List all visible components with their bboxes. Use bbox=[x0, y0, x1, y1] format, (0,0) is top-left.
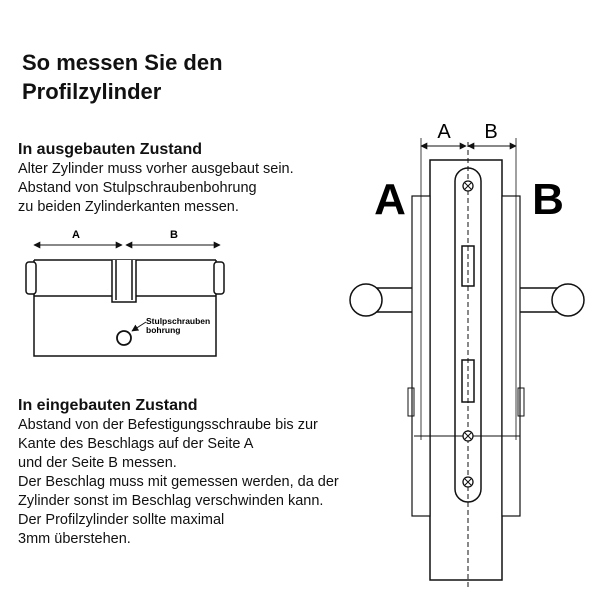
callout-label-1: Stulpschrauben bbox=[146, 316, 210, 326]
door-label-dim-b: B bbox=[484, 121, 497, 143]
section-removed-heading: In ausgebauten Zustand bbox=[18, 141, 203, 158]
section-installed-line-1: Abstand von der Befestigungsschraube bis… bbox=[18, 417, 318, 433]
section-installed-line-2: Kante des Beschlags auf der Seite A bbox=[18, 436, 254, 452]
page-title: So messen Sie den Profilzylinder bbox=[22, 48, 322, 106]
section-installed-line-6: Der Profilzylinder sollte maximal bbox=[18, 512, 225, 528]
section-installed: In eingebauten Zustand Abstand von der B… bbox=[18, 396, 339, 549]
section-removed: In ausgebauten Zustand Alter Zylinder mu… bbox=[18, 140, 294, 217]
section-installed-line-7: 3mm überstehen. bbox=[18, 531, 131, 547]
section-installed-heading: In eingebauten Zustand bbox=[18, 397, 198, 414]
section-installed-line-5: Zylinder sonst im Beschlag verschwinden … bbox=[18, 493, 324, 509]
screw-top bbox=[462, 180, 474, 192]
title-line-2: Profilzylinder bbox=[22, 79, 162, 104]
cylinder-label-a: A bbox=[72, 229, 80, 241]
door-side-b-label: B bbox=[532, 175, 564, 224]
callout-label-2: bohrung bbox=[146, 325, 180, 335]
screw-bottom bbox=[462, 476, 474, 488]
section-removed-line-2: Abstand von Stulpschraubenbohrung bbox=[18, 180, 257, 196]
section-removed-text: Alter Zylinder muss vorher ausgebaut sei… bbox=[18, 160, 294, 217]
profile-cylinder-drawing bbox=[25, 259, 225, 357]
door-side-a-label: A bbox=[374, 175, 406, 224]
title-line-1: So messen Sie den bbox=[22, 50, 223, 75]
screw-middle bbox=[462, 430, 474, 442]
section-installed-line-4: Der Beschlag muss mit gemessen werden, d… bbox=[18, 474, 339, 490]
door-label-dim-a: A bbox=[437, 121, 451, 143]
section-removed-line-1: Alter Zylinder muss vorher ausgebaut sei… bbox=[18, 161, 294, 177]
section-installed-text: Abstand von der Befestigungsschraube bis… bbox=[18, 416, 339, 549]
fixing-screw-hole bbox=[116, 330, 132, 346]
door-fitting-drawing bbox=[349, 138, 585, 581]
cylinder-label-b: B bbox=[170, 229, 178, 241]
section-removed-line-3: zu beiden Zylinderkanten messen. bbox=[18, 199, 239, 215]
section-installed-line-3: und der Seite B messen. bbox=[18, 455, 177, 471]
callout-arrow bbox=[131, 321, 147, 332]
